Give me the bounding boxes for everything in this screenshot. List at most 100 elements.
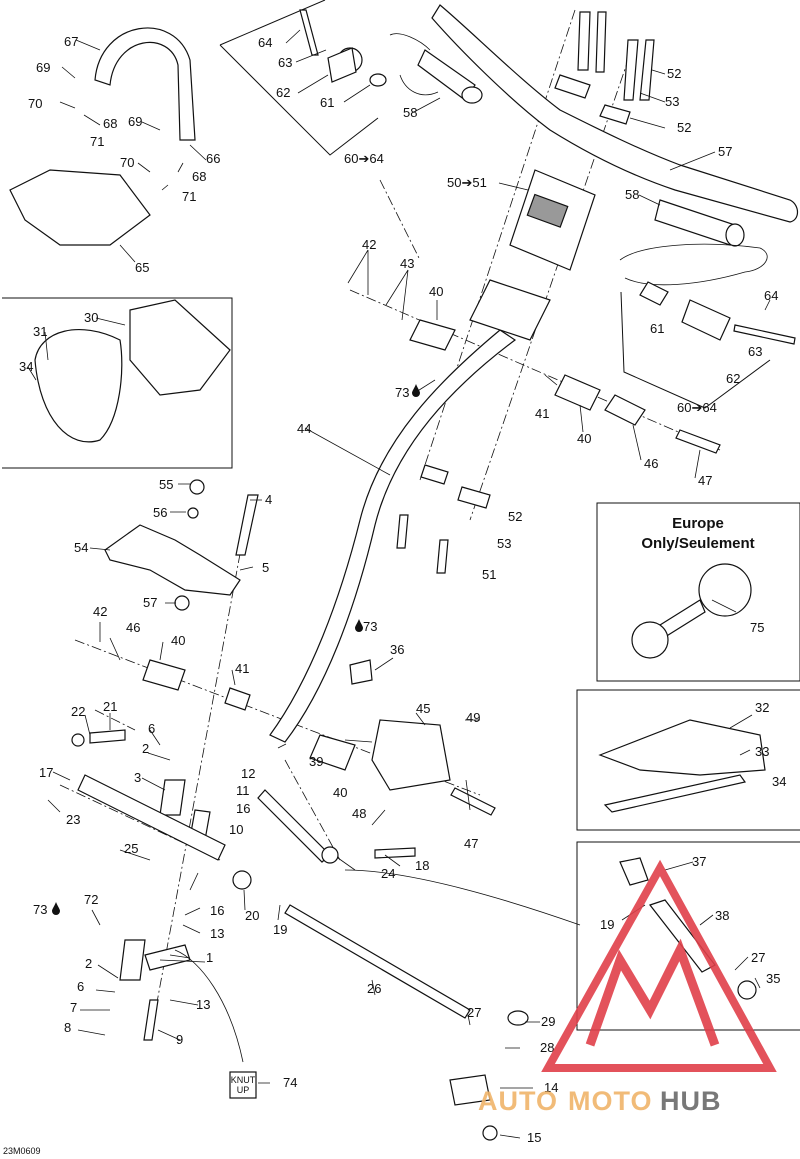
callout-7: 7 xyxy=(70,1000,77,1015)
callout-40b: 40 xyxy=(577,431,591,446)
callout-46: 46 xyxy=(644,456,658,471)
callout-53: 53 xyxy=(665,94,679,109)
watermark: AUTO MOTO HUB xyxy=(478,859,777,1116)
callout-20: 20 xyxy=(245,908,259,923)
callout-54: 54 xyxy=(74,540,88,555)
callout-73: 73 xyxy=(395,385,409,400)
callout-43: 43 xyxy=(400,256,414,271)
callout-55: 55 xyxy=(159,477,173,492)
callout-18: 18 xyxy=(415,858,429,873)
inset-frames xyxy=(2,0,800,1031)
callout-53b: 53 xyxy=(497,536,511,551)
callout-4: 4 xyxy=(265,492,272,507)
callout-70b: 70 xyxy=(120,155,134,170)
watermark-part2: MOTO xyxy=(568,1086,653,1116)
callout-41b: 41 xyxy=(235,661,249,676)
callout-1: 1 xyxy=(206,950,213,965)
callout-10: 10 xyxy=(229,822,243,837)
callout-51b: 51 xyxy=(482,567,496,582)
callout-47b: 47 xyxy=(464,836,478,851)
callout-30: 30 xyxy=(84,310,98,325)
steering-column xyxy=(269,329,517,743)
oil-drop-icon xyxy=(412,384,420,397)
callout-31: 31 xyxy=(33,324,47,339)
oil-drop-icon xyxy=(355,619,363,632)
callout-34b: 34 xyxy=(19,359,33,374)
callout-3: 3 xyxy=(134,770,141,785)
callout-6b: 6 xyxy=(77,979,84,994)
parts xyxy=(9,4,799,1141)
watermark-part3: HUB xyxy=(660,1086,722,1116)
callout-27b: 27 xyxy=(467,1005,481,1020)
callout-58: 57 xyxy=(718,144,732,159)
callout-73c: 73 xyxy=(33,902,47,917)
callout-6: 6 xyxy=(148,721,155,736)
callout-40: 40 xyxy=(429,284,443,299)
callout-45: 45 xyxy=(416,701,430,716)
callout-56: 56 xyxy=(153,505,167,520)
callout-64: 64 xyxy=(258,35,272,50)
handlebar xyxy=(431,4,799,223)
callout-22: 22 xyxy=(71,704,85,719)
callout-62b: 62 xyxy=(726,371,740,386)
callout-34: 34 xyxy=(772,774,786,789)
callout-59b: 58 xyxy=(625,187,639,202)
callout-16: 16 xyxy=(236,801,250,816)
callout-60-64: 60➔64 xyxy=(344,151,384,166)
callout-63b: 63 xyxy=(748,344,762,359)
callout-49: 49 xyxy=(466,710,480,725)
europe-inset-subtitle: Only/Seulement xyxy=(641,535,754,552)
callout-63: 63 xyxy=(278,55,292,70)
callout-19: 19 xyxy=(600,917,614,932)
callout-32: 32 xyxy=(755,700,769,715)
steering-cover xyxy=(9,169,151,246)
callout-69b: 69 xyxy=(128,114,142,129)
callout-47: 47 xyxy=(698,473,712,488)
support-bracket xyxy=(104,524,241,596)
callout-labels: 64 63 62 61 58 60➔64 52 53 52 57 50➔51 5… xyxy=(19,34,786,1145)
knurled-nut-tag xyxy=(229,1071,257,1099)
callout-70: 70 xyxy=(28,96,42,111)
callout-40c: 40 xyxy=(171,633,185,648)
diagram-code: 23M0609 xyxy=(3,1146,41,1156)
callout-24: 24 xyxy=(381,866,395,881)
callout-68: 68 xyxy=(103,116,117,131)
callout-42b: 42 xyxy=(93,604,107,619)
callout-2: 2 xyxy=(142,741,149,756)
callout-48: 48 xyxy=(352,806,366,821)
callout-51: 52 xyxy=(667,66,681,81)
callout-8: 8 xyxy=(64,1020,71,1035)
callout-75: 75 xyxy=(750,620,764,635)
callout-69: 69 xyxy=(36,60,50,75)
lower-bracket xyxy=(371,719,451,791)
callout-23: 23 xyxy=(66,812,80,827)
callout-67: 67 xyxy=(64,34,78,49)
callout-39: 39 xyxy=(309,754,323,769)
leader-lines xyxy=(27,29,771,1139)
callout-71b: 71 xyxy=(182,189,196,204)
callout-52b: 52 xyxy=(508,509,522,524)
oil-drop-icon xyxy=(52,902,60,915)
callout-17: 17 xyxy=(39,765,53,780)
callout-41: 41 xyxy=(535,406,549,421)
callout-46b: 46 xyxy=(126,620,140,635)
callout-27: 27 xyxy=(751,950,765,965)
callout-2b: 2 xyxy=(85,956,92,971)
callout-71: 71 xyxy=(90,134,104,149)
callout-61b: 61 xyxy=(650,321,664,336)
callout-72: 72 xyxy=(84,892,98,907)
watermark-part1: AUTO xyxy=(478,1086,558,1116)
callout-9: 9 xyxy=(176,1032,183,1047)
ball-knob xyxy=(698,563,752,617)
callout-36: 36 xyxy=(390,642,404,657)
automotohub-logo-icon xyxy=(541,859,777,1072)
callout-44: 44 xyxy=(297,421,311,436)
callout-61: 61 xyxy=(320,95,334,110)
callout-38: 38 xyxy=(715,908,729,923)
europe-inset-frame xyxy=(596,502,800,682)
callout-11: 11 xyxy=(236,783,250,798)
callout-15: 15 xyxy=(527,1130,541,1145)
callout-68b: 68 xyxy=(192,169,206,184)
callout-33: 33 xyxy=(755,744,769,759)
europe-inset-title: Europe xyxy=(672,515,724,532)
